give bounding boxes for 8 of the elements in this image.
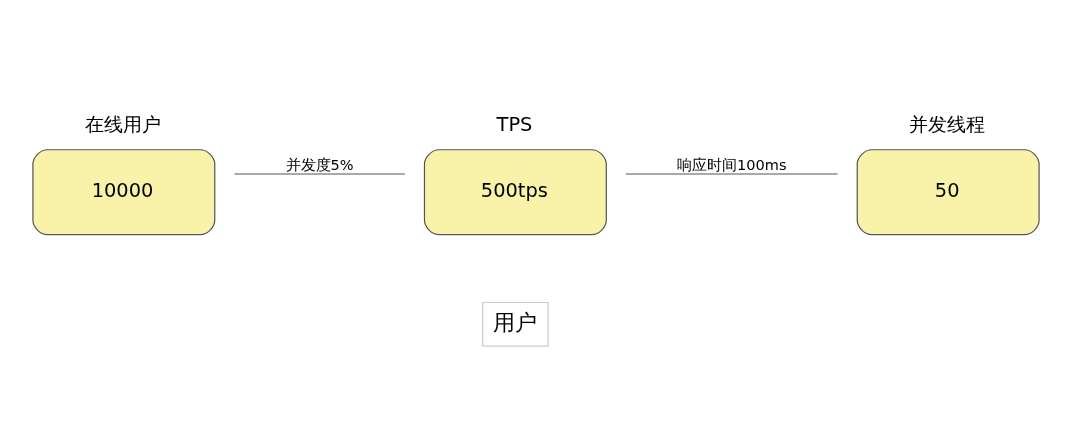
connector (233, 172, 406, 175)
node-label: TPS (496, 112, 533, 136)
node-label: 并发线程 (909, 112, 986, 136)
edge-label: 并发度5% (285, 156, 354, 173)
connector (625, 172, 839, 175)
node-label: 在线用户 (85, 112, 162, 136)
node-box: 用户 (482, 301, 549, 347)
edge-label: 响应时间100ms (677, 156, 787, 173)
